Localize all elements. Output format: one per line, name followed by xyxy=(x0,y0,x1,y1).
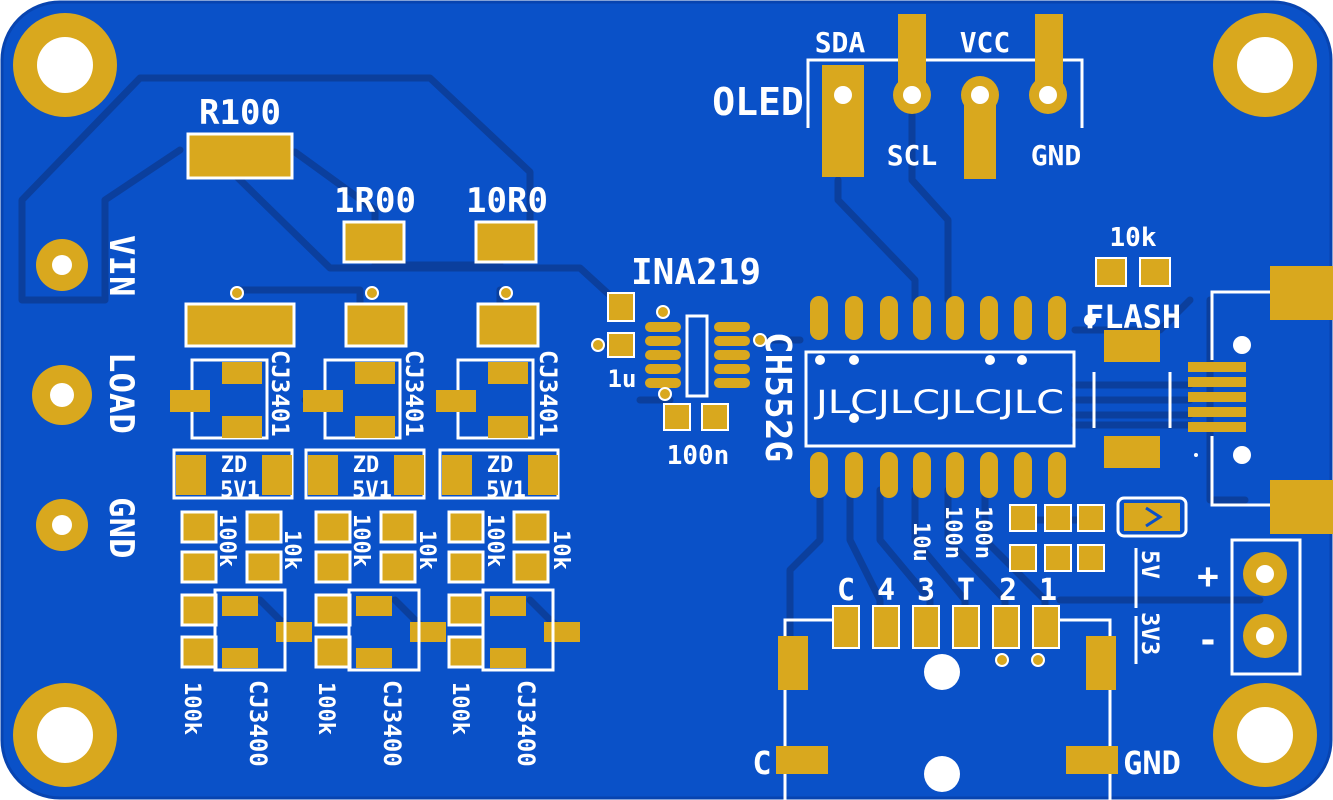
oled-header xyxy=(806,14,1084,179)
regulator-area xyxy=(1009,496,1302,676)
label-100k-b3: 100k xyxy=(447,682,472,735)
display-connector xyxy=(776,605,1118,800)
label-10k-a2: 10k xyxy=(414,530,439,570)
r1r00-resistor xyxy=(342,220,406,264)
label-1u: 1u xyxy=(608,365,637,393)
label-5v1-3: 5V1 xyxy=(486,478,526,503)
label-10r0: 10R0 xyxy=(466,181,548,221)
cj3400-pads xyxy=(213,588,580,672)
label-zd-2: ZD xyxy=(353,453,380,478)
label-1r00: 1R00 xyxy=(334,181,416,221)
label-100k-a2: 100k xyxy=(348,514,373,567)
label-pin-1: 1 xyxy=(1039,573,1057,608)
flash-area xyxy=(1084,257,1172,468)
label-ina219: INA219 xyxy=(631,252,761,293)
label-jlc-marking: JLCJLCJLCJLC xyxy=(814,383,1064,421)
label-sda: SDA xyxy=(815,26,866,59)
label-100n-b: 100n xyxy=(970,506,995,559)
label-10u: 10u xyxy=(908,522,933,562)
label-pin-c: C xyxy=(837,573,855,608)
label-flash: FLASH xyxy=(1085,298,1181,336)
usb-connector xyxy=(1188,266,1333,534)
label-cj3400-1: CJ3400 xyxy=(244,680,272,767)
r100-resistor xyxy=(186,132,294,180)
label-5v1-1: 5V1 xyxy=(220,478,260,503)
label-minus: - xyxy=(1197,620,1219,661)
gate-driver-resistors xyxy=(180,510,550,669)
silkscreen: R100 1R00 10R0 INA219 1u 100n CH552G JLC… xyxy=(101,26,1219,782)
label-load: LOAD xyxy=(101,352,141,434)
label-zd-3: ZD xyxy=(487,453,514,478)
label-gnd-header: GND xyxy=(1031,139,1082,172)
mosfet-block-1 xyxy=(170,286,296,500)
mosfet-block-2 xyxy=(303,286,426,500)
label-10k-flash: 10k xyxy=(1110,223,1157,253)
mosfet-block-3 xyxy=(436,286,560,500)
label-pin-3: 3 xyxy=(917,573,935,608)
label-cj3401-1: CJ3401 xyxy=(266,350,294,437)
label-pin-t: T xyxy=(957,573,975,608)
label-zd-1: ZD xyxy=(221,453,248,478)
mounting-holes xyxy=(13,13,1317,787)
label-vcc: VCC xyxy=(960,26,1011,59)
label-pin-4: 4 xyxy=(877,573,895,608)
label-5v1-2: 5V1 xyxy=(352,478,392,503)
label-100k-b1: 100k xyxy=(179,682,204,735)
label-cj3400-2: CJ3400 xyxy=(378,680,406,767)
label-r100: R100 xyxy=(199,93,281,133)
label-100n-ina: 100n xyxy=(667,441,730,471)
label-c-bottom: C xyxy=(752,744,771,782)
label-100k-a3: 100k xyxy=(482,514,507,567)
label-cj3401-2: CJ3401 xyxy=(400,350,428,437)
label-gnd-left: GND xyxy=(101,497,141,558)
label-ch552g: CH552G xyxy=(757,332,798,462)
label-cj3401-3: CJ3401 xyxy=(534,350,562,437)
label-vin: VIN xyxy=(101,235,141,296)
label-100k-a1: 100k xyxy=(214,514,239,567)
label-oled: OLED xyxy=(712,80,804,124)
label-cj3400-3: CJ3400 xyxy=(512,680,540,767)
label-scl: SCL xyxy=(887,139,938,172)
label-3v3: 3V3 xyxy=(1136,612,1164,655)
label-plus: + xyxy=(1197,556,1219,597)
label-5v: 5V xyxy=(1136,550,1164,579)
left-terminal-pads xyxy=(32,239,92,551)
label-100k-b2: 100k xyxy=(313,682,338,735)
label-10k-a3: 10k xyxy=(548,530,573,570)
ch552g-chip xyxy=(804,296,1076,498)
label-10k-a1: 10k xyxy=(279,530,304,570)
shunt-resistors xyxy=(186,132,538,264)
label-pin-2: 2 xyxy=(999,573,1017,608)
label-gnd-bottom: GND xyxy=(1123,744,1181,782)
ina219-chip xyxy=(591,292,767,431)
r10r0-resistor xyxy=(474,220,538,264)
label-100n-a: 100n xyxy=(940,506,965,559)
